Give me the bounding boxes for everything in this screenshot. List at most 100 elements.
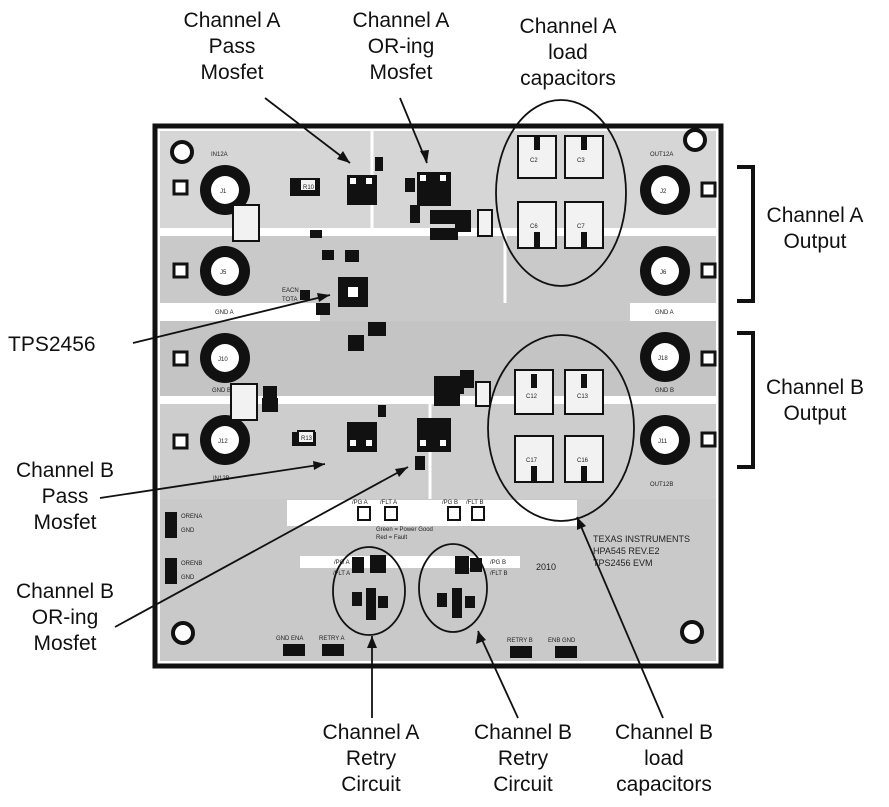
retry-strip: [300, 556, 520, 568]
silk-eacn: EACN: [282, 288, 299, 294]
silk-gnd-b-right: GND B: [655, 388, 674, 394]
connector-j10: [200, 333, 250, 383]
ti-line-2: HPA545 REV.E2: [593, 546, 660, 556]
cap-leads: [531, 136, 587, 482]
board-year: 2010: [536, 562, 556, 572]
label-text: load: [644, 747, 684, 770]
bracket-ch-a: [737, 165, 755, 303]
silk-gnd-b-left: GND B: [212, 388, 231, 394]
silk-c2: C2: [530, 158, 538, 164]
output-brackets: [737, 165, 755, 469]
ellipse-ch-a-retry: [332, 546, 406, 636]
label-text: Channel A: [352, 9, 450, 32]
connector-j11: [640, 415, 690, 465]
connector-j5: [200, 246, 250, 296]
silk-j5: J5: [220, 270, 227, 276]
silk-pg-b-small: /PG B: [490, 560, 506, 566]
leader-lines: [99, 97, 664, 719]
label-text: OR-ing: [367, 35, 435, 58]
led-strip: [287, 500, 577, 526]
label-channel-a-pass-mosfet: Channel A Pass Mosfet: [171, 8, 293, 86]
silk-flt-a-small: /FLT A: [333, 571, 350, 577]
label-channel-b-pass-mosfet: Channel B Pass Mosfet: [4, 458, 126, 536]
silk-c7: C7: [577, 224, 585, 230]
silk-flt-a: /FLT A: [380, 500, 397, 506]
silk-gnd-ena-hdr: GND ENA: [276, 636, 303, 642]
silk-j18: J18: [658, 356, 668, 362]
label-channel-b-load-capacitors: Channel B load capacitors: [594, 720, 734, 798]
callout-ellipses: [332, 99, 635, 636]
silk-tota: TOTA: [282, 297, 297, 303]
label-text: Output: [783, 402, 847, 425]
mount-hole-tl: [170, 140, 194, 164]
silk-j11: J11: [658, 439, 668, 445]
label-text: Mosfet: [200, 61, 264, 84]
retry-components: [352, 555, 482, 620]
ellipse-ch-a-caps: [495, 99, 627, 287]
silk-j10: J10: [218, 357, 228, 363]
label-text: Channel B: [15, 459, 115, 482]
mosfet-pins: [348, 175, 446, 446]
ti-line-1: TEXAS INSTRUMENTS: [593, 534, 690, 544]
silk-gnd-ena: GND: [181, 528, 195, 534]
silk-orena: ORENA: [181, 514, 202, 520]
label-text: Channel A: [322, 721, 420, 744]
silk-gnd-a-right: GND A: [655, 310, 674, 316]
ellipse-ch-b-retry: [418, 543, 488, 633]
oring-mosfet-b: [417, 418, 451, 452]
silk-j2: J2: [660, 189, 667, 195]
silk-orenb: ORENB: [181, 561, 202, 567]
connector-j1: [200, 165, 250, 215]
label-text: Output: [783, 230, 847, 253]
mount-hole-br: [680, 620, 704, 644]
power-connectors: [200, 165, 690, 465]
silk-r13: R13: [301, 436, 313, 442]
label-text: Circuit: [493, 773, 553, 796]
label-text: capacitors: [520, 67, 616, 90]
label-channel-a-load-capacitors: Channel A load capacitors: [498, 14, 638, 92]
silk-c6: C6: [530, 224, 538, 230]
label-text: Channel B: [15, 580, 115, 603]
ti-line-3: TPS2456 EVM: [593, 558, 653, 568]
mounting-holes: [170, 128, 707, 645]
label-channel-a-retry-circuit: Channel A Retry Circuit: [310, 720, 432, 798]
label-text: Channel B: [765, 376, 865, 399]
label-text: Mosfet: [33, 632, 97, 655]
silk-pg-b: /PG B: [442, 500, 458, 506]
silk-j12: J12: [218, 439, 228, 445]
label-channel-b-output: Channel B Output: [754, 375, 876, 427]
silk-out12b: OUT12B: [650, 482, 673, 488]
band-a2: [160, 303, 320, 321]
label-text: capacitors: [616, 773, 712, 796]
connector-j18: [640, 332, 690, 382]
mount-hole-tr: [683, 128, 707, 152]
label-channel-a-output: Channel A Output: [754, 203, 876, 255]
label-text: Channel A: [183, 9, 281, 32]
bracket-ch-b: [737, 331, 755, 469]
label-text: Mosfet: [369, 61, 433, 84]
silk-j6: J6: [660, 270, 667, 276]
mosfets: [338, 172, 451, 452]
header-pads: [165, 512, 577, 658]
label-text: Channel B: [473, 721, 573, 744]
mount-hole-bl: [171, 621, 195, 645]
label-text: OR-ing: [31, 606, 99, 629]
silk-r10: R10: [303, 185, 315, 191]
label-channel-b-retry-circuit: Channel B Retry Circuit: [462, 720, 584, 798]
arrowheads: [313, 150, 586, 648]
label-text: Pass: [41, 485, 89, 508]
label-text: Channel A: [766, 204, 864, 227]
label-text: TPS2456: [8, 333, 96, 356]
band-a3: [630, 303, 716, 321]
silk-c17: C17: [526, 458, 538, 464]
silk-in12a: IN12A: [211, 152, 228, 158]
silk-gnd-a-left: GND A: [215, 310, 234, 316]
silk-out12a: OUT12A: [650, 152, 673, 158]
connector-j12: [200, 415, 250, 465]
silk-c16: C16: [577, 458, 589, 464]
led-pads: [357, 506, 485, 521]
silk-flt-b: /FLT B: [466, 500, 483, 506]
smd-parts: [262, 157, 474, 470]
